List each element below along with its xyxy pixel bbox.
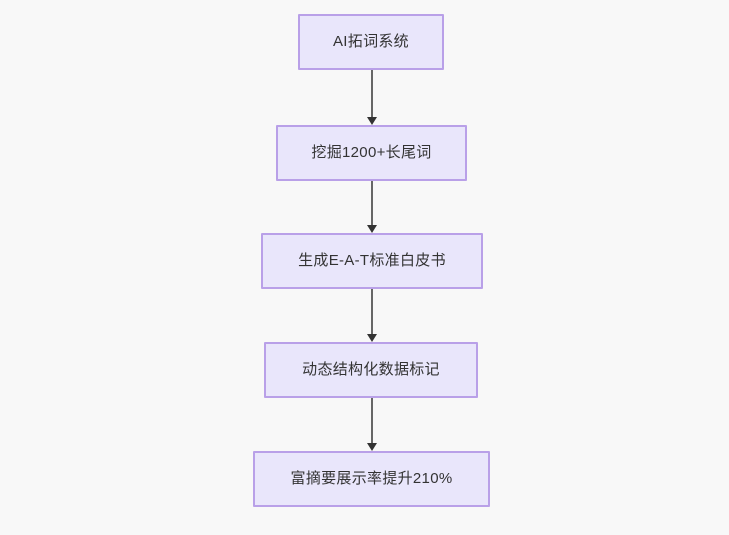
flowchart-node-4-label: 动态结构化数据标记 <box>302 361 440 378</box>
arrow-head-down-icon-4 <box>367 443 377 451</box>
arrow-head-down-icon-3 <box>367 334 377 342</box>
edge-connector-3 <box>367 289 377 342</box>
edge-line-1 <box>371 70 373 118</box>
flowchart-node-5[interactable]: 富摘要展示率提升210% <box>253 451 490 507</box>
flowchart-node-1-label: AI拓词系统 <box>333 33 409 50</box>
flowchart-node-3[interactable]: 生成E-A-T标准白皮书 <box>261 233 483 289</box>
flowchart-node-1[interactable]: AI拓词系统 <box>298 14 444 70</box>
flowchart-node-2[interactable]: 挖掘1200+长尾词 <box>276 125 467 181</box>
edge-connector-2 <box>367 181 377 233</box>
flowchart-node-2-label: 挖掘1200+长尾词 <box>311 144 432 161</box>
edge-connector-4 <box>367 398 377 451</box>
flowchart-node-5-label: 富摘要展示率提升210% <box>290 470 453 487</box>
arrow-head-down-icon-1 <box>367 117 377 125</box>
flowchart-node-4[interactable]: 动态结构化数据标记 <box>264 342 478 398</box>
arrow-head-down-icon-2 <box>367 225 377 233</box>
edge-line-4 <box>371 398 373 444</box>
edge-line-3 <box>371 289 373 335</box>
flowchart-node-3-label: 生成E-A-T标准白皮书 <box>298 252 446 269</box>
edge-connector-1 <box>367 70 377 125</box>
edge-line-2 <box>371 181 373 226</box>
